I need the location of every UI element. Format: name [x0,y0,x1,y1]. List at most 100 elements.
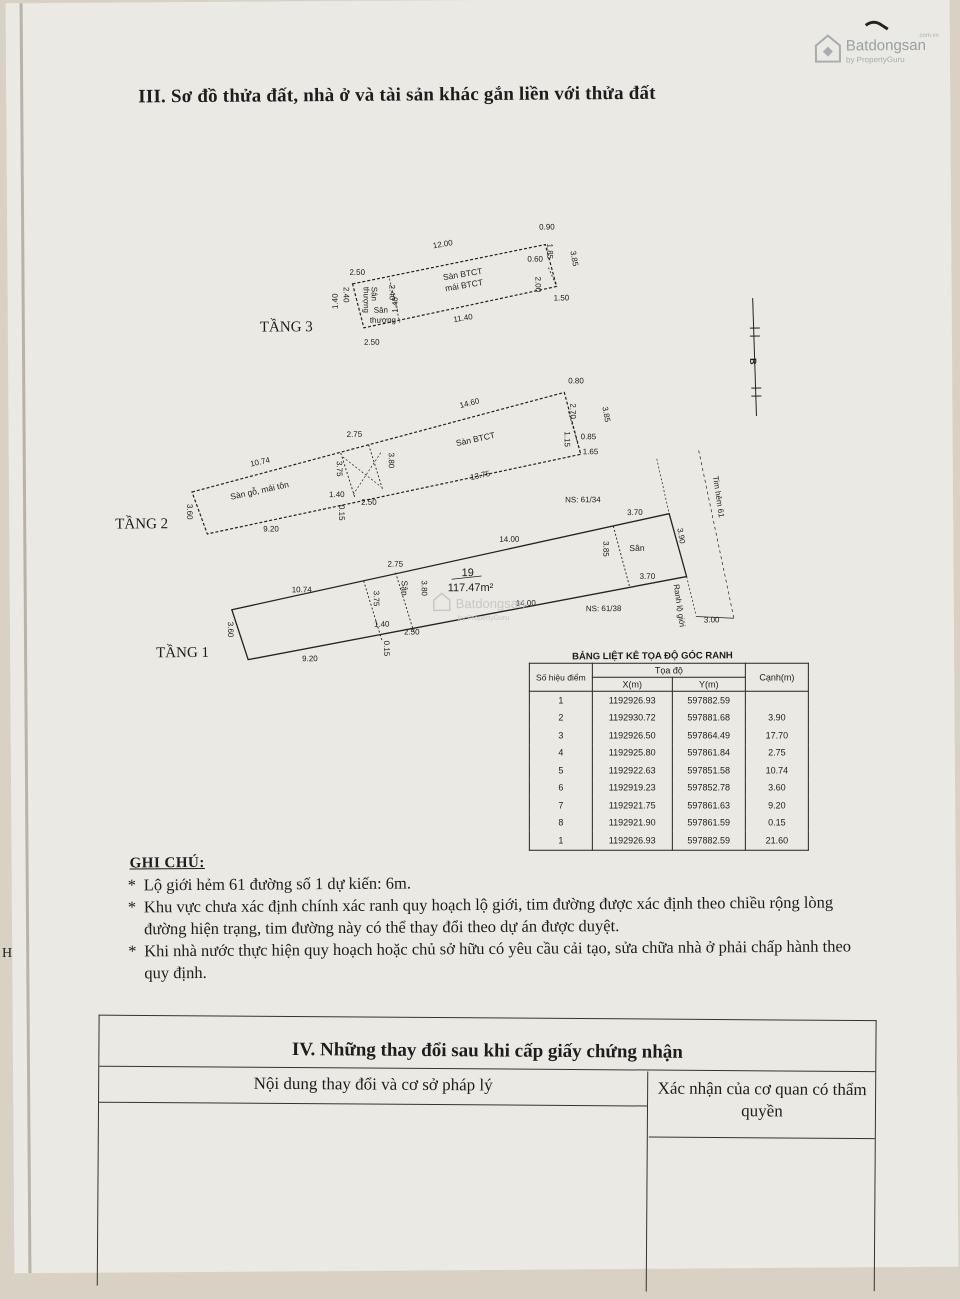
notes-block: GHI CHÚ: *Lộ giới hẻm 61 đường số 1 dự k… [128,847,869,984]
note-text: Khi nhà nước thực hiện quy hoạch hoặc ch… [144,936,851,982]
neighbor-label: NS: 61/34 [565,495,601,504]
plot-area: 117.47m² [448,582,494,594]
dim: 14.60 [459,396,481,410]
table-cell-x: 1192930.72 [592,709,672,727]
dim: 1.40 [374,620,390,629]
corner-mark [866,22,888,29]
note-item: * Khu vực chưa xác định chính xác ranh qu… [128,891,868,940]
table-cell-e: 9.20 [745,797,808,815]
table-cell-y: 597861.63 [672,797,745,815]
table-cell-y: 597882.59 [672,832,745,850]
table-cell-x: 1192922.63 [592,762,672,780]
col-head-edge: Cạnh(m) [745,663,808,691]
dim: 3.80 [387,453,396,469]
dim: 2.50 [361,498,377,507]
table-cell-e: 10.74 [745,762,808,780]
table-cell-e [745,691,808,709]
dim: 1.40 [331,293,340,309]
dim: 3.85 [601,541,610,557]
table-cell-y: 597881.68 [672,709,745,727]
svg-text:B: B [748,358,758,365]
room-label: Sàn BTCT [455,430,496,448]
table-cell-p: 5 [529,762,592,780]
dim: 2.50 [364,338,380,347]
room-label: Sân [400,581,410,596]
section-4-col-content-head: Nội dung thay đổi và cơ sở pháp lý [99,1068,647,1107]
dim: 1.15 [563,431,572,447]
table-cell-e: 3.90 [745,709,808,727]
dim: 2.75 [387,560,403,569]
dim: 9.20 [302,654,318,663]
floor-2-label: TẦNG 2 [115,515,168,532]
floor-3-label: TẦNG 3 [260,318,313,335]
dim: 0.80 [568,376,584,385]
col-head-y: Y(m) [672,677,745,691]
dim: 1.40 [391,296,400,312]
table-cell-y: 597882.59 [672,691,745,709]
room-label: Sân [629,543,644,553]
col-head-coord: Tọa độ [592,663,745,677]
floor-1-label: TẦNG 1 [156,644,209,661]
dim: 1.40 [329,490,345,499]
dim: 2.50 [349,268,365,277]
bullet-star-icon: * [128,874,136,896]
table-cell-x: 1192926.93 [592,832,672,850]
table-cell-x: 1192926.50 [592,727,672,745]
table-cell-x: 1192926.93 [592,691,672,709]
table-cell-p: 2 [529,709,592,727]
dim: 3.70 [640,572,656,581]
table-cell-x: 1192925.80 [592,744,672,762]
dim: 3.80 [420,580,429,596]
note-item: *Khi nhà nước thực hiện quy hoạch hoặc c… [128,935,868,984]
table-cell-x: 1192919.23 [592,779,672,797]
dim: 3.75 [335,461,344,477]
dim: 9.20 [263,524,279,533]
floor-1-plan: TẦNG 1 3.70 14.00 3.85 3.90 2.75 10.74 3… [155,450,734,664]
north-arrow-icon: B [748,298,762,416]
watermark-brand-mid: Batdongsan [456,596,526,611]
certificate-page: Batdongsan by PropertyGuru .com.vn III. … [6,0,959,1273]
room-label: Sân [374,306,388,315]
col-head-x: X(m) [592,677,672,691]
watermark-sub-mid: by PropertyGuru [458,615,510,622]
dim: 13.75 [469,469,491,482]
road-center-label: Tim hẻm 61 [711,475,726,518]
section-4-col-confirm-head: Xác nhận của cơ quan có thẩm quyền [649,1072,875,1140]
dim: 0.85 [581,432,597,441]
dim: 0.60 [527,255,543,264]
section-4-table: IV. Những thay đổi sau khi cấp giấy chứn… [97,1015,877,1291]
floor-plan-drawing: B TẦNG 3 12.00 0.90 1.85 3.85 0.60 2.00 … [6,0,955,703]
watermark-mid: Batdongsan by PropertyGuru [434,593,526,623]
neighbor-label: NS: 61/38 [586,604,622,613]
section-4-title: IV. Những thay đổi sau khi cấp giấy chứn… [99,1032,875,1072]
table-cell-p: 4 [529,744,592,762]
room-label: Sàn gỗ, mái tôn [229,479,290,502]
floor-3-plan: TẦNG 3 12.00 0.90 1.85 3.85 0.60 2.00 1.… [259,222,581,347]
bullet-star-icon: * [128,896,136,918]
dim: 3.75 [372,591,381,607]
section-4-col-content: Nội dung thay đổi và cơ sở pháp lý [98,1068,649,1292]
floor-2-plan: TẦNG 2 0.80 14.60 2.70 3.85 0.85 1.15 1.… [114,376,613,534]
dim: 2.00 [533,277,542,293]
table-cell-y: 597861.84 [672,744,745,762]
note-text: Lộ giới hẻm 61 đường số 1 dự kiến: 6m. [144,874,411,895]
table-cell-y: 597852.78 [672,779,745,797]
dim: 10.74 [292,585,313,594]
dim: 3.00 [704,615,720,624]
table-cell-p: 1 [529,691,592,709]
table-cell-x: 1192921.90 [592,814,672,832]
col-head-point: Số hiệu điểm [529,663,592,691]
table-cell-x: 1192921.75 [592,797,672,815]
table-cell-y: 597851.58 [672,762,745,780]
dim: 0.15 [337,505,346,521]
note-text: Khu vực chưa xác định chính xác ranh quy… [144,893,833,939]
dim: 1.85 [545,243,554,259]
dim: 12.00 [432,238,454,250]
dim: 11.40 [453,312,474,324]
